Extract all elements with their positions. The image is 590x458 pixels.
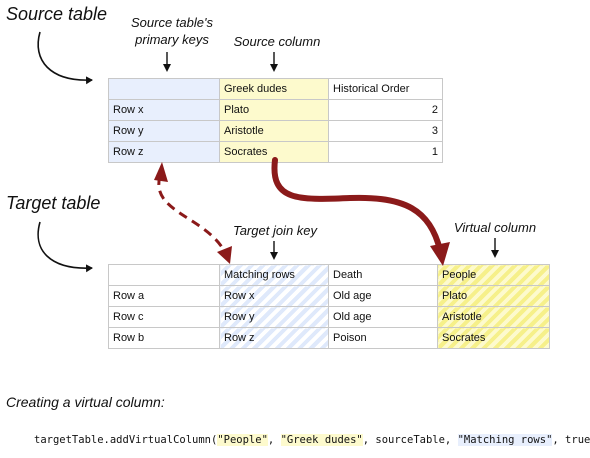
down-arrow-icon — [163, 52, 171, 72]
code-arg-greek-dudes: "Greek dudes" — [280, 434, 363, 446]
join-key-arrowhead-down — [217, 246, 232, 264]
down-arrow-icon — [270, 241, 278, 260]
target-header-row: Matching rows Death People — [108, 264, 550, 286]
target-row-people: Plato — [437, 285, 550, 307]
target-table: Matching rows Death People Row a Row x O… — [108, 264, 550, 349]
target-row: Row a Row x Old age Plato — [108, 285, 550, 307]
source-row-order: 1 — [328, 141, 443, 163]
source-row-name: Aristotle — [219, 120, 329, 142]
target-row-people: Socrates — [437, 327, 550, 349]
source-header-historical-order: Historical Order — [328, 78, 443, 100]
source-header-key — [108, 78, 220, 100]
source-header-greek-dudes: Greek dudes — [219, 78, 329, 100]
code-snippet: targetTable.addVirtualColumn("People", "… — [34, 434, 590, 446]
target-row-death: Old age — [328, 306, 438, 328]
creating-virtual-column-heading: Creating a virtual column: — [6, 394, 165, 410]
source-table: Greek dudes Historical Order Row x Plato… — [108, 78, 443, 163]
code-sep2: , sourceTable, — [362, 434, 458, 446]
source-row-name: Socrates — [219, 141, 329, 163]
target-row: Row b Row z Poison Socrates — [108, 327, 550, 349]
target-table-title: Target table — [6, 193, 101, 213]
source-header-row: Greek dudes Historical Order — [108, 78, 443, 100]
source-title-arrow — [37, 31, 93, 85]
code-arg-people: "People" — [217, 434, 268, 446]
source-row: Row y Aristotle 3 — [108, 120, 443, 142]
source-to-virtual-arrow — [271, 157, 443, 253]
source-column-annotation: Source column — [233, 34, 321, 49]
source-table-title: Source table — [6, 4, 108, 24]
target-row: Row c Row y Old age Aristotle — [108, 306, 550, 328]
source-to-virtual-arrowhead — [430, 242, 450, 266]
target-row-death: Poison — [328, 327, 438, 349]
source-row: Row z Socrates 1 — [108, 141, 443, 163]
source-row-order: 2 — [328, 99, 443, 121]
source-row-key: Row y — [108, 120, 220, 142]
target-header-death: Death — [328, 264, 438, 286]
target-title-arrow — [37, 221, 93, 273]
code-arg-matching-rows: "Matching rows" — [457, 434, 553, 446]
target-row-match: Row y — [219, 306, 329, 328]
target-row-death: Old age — [328, 285, 438, 307]
code-sep1: , — [267, 434, 281, 446]
target-join-key-annotation: Target join key — [232, 223, 318, 238]
primary-keys-annotation-line1: Source table's — [131, 15, 213, 30]
code-suffix: , true); — [552, 434, 590, 446]
down-arrow-icon — [491, 238, 499, 258]
join-key-dashed-arrow — [157, 175, 227, 253]
down-arrow-icon — [270, 52, 278, 72]
code-prefix: targetTable.addVirtualColumn( — [34, 434, 218, 446]
primary-keys-annotation-line2: primary keys — [135, 32, 209, 47]
target-header-matching-rows: Matching rows — [219, 264, 329, 286]
source-row-key: Row x — [108, 99, 220, 121]
join-key-arrowhead-up — [154, 162, 168, 182]
virtual-column-annotation: Virtual column — [453, 220, 537, 235]
primary-keys-annotation: Source table's primary keys — [112, 14, 232, 48]
source-row-key: Row z — [108, 141, 220, 163]
target-row-match: Row z — [219, 327, 329, 349]
